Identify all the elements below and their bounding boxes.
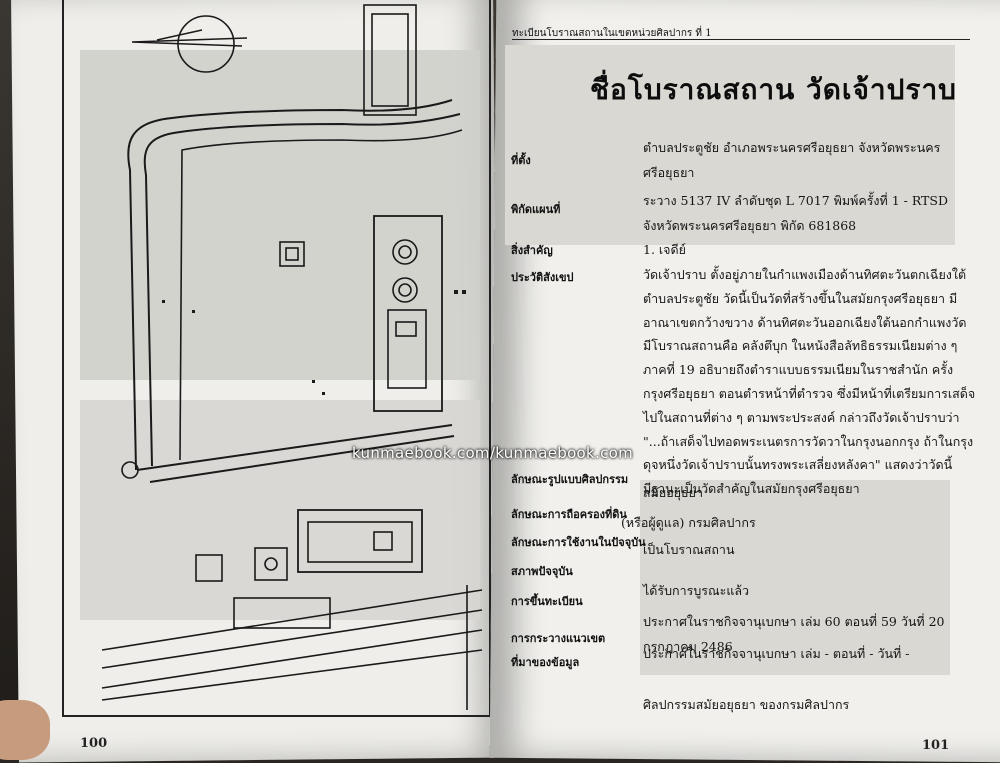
north-arrow [131, 29, 248, 47]
field-value: ศิลปกรรมสมัยอยุธยา ของกรมศิลปากร [643, 697, 850, 712]
field-value: ได้รับการบูรณะแล้ว [643, 583, 750, 598]
page-number-left: 100 [80, 736, 108, 751]
field-label: ลักษณะรูปแบบศิลปกรรม [511, 473, 629, 486]
header-rule [512, 39, 970, 40]
field-value: วัดเจ้าปราบ ตั้งอยู่ภายในกำแพงเมืองด้านท… [643, 267, 976, 497]
field-label: สิ่งสำคัญ [511, 244, 553, 257]
field-label: การกระวางแนวเขต [511, 632, 606, 645]
watermark-text: kunmaebook.com/kunmaebook.com [352, 444, 634, 462]
thumb [0, 700, 50, 760]
field-label: ประวัติสังเขป [511, 271, 574, 284]
field-value: เป็นโบราณสถาน [643, 542, 735, 557]
site-plan-drawing [101, 4, 483, 710]
field-value: 1. เจดีย์ [643, 242, 686, 257]
field-label: สภาพปัจจุบัน [511, 565, 573, 578]
field-value: (หรือผู้ดูแล) กรมศิลปากร [621, 515, 756, 530]
site-plan-frame [62, 0, 491, 717]
field-label: ที่มาของข้อมูล [511, 656, 580, 669]
page-number-right: 101 [922, 738, 950, 753]
field-value: ประกาศในราชกิจจานุเบกษา เล่ม 60 ตอนที่ 5… [643, 614, 945, 654]
field-label: ลักษณะการใช้งานในปัจจุบัน [511, 536, 646, 549]
page-title: ชื่อโบราณสถาน วัดเจ้าปราบ [590, 73, 957, 106]
field-label: ที่ตั้ง [511, 154, 531, 167]
faded-photo-bottom-right [640, 480, 950, 675]
faded-photo-top-right [505, 45, 955, 245]
field-value: สมัยอยุธยา [643, 485, 703, 500]
field-value: ตำบลประตูชัย อำเภอพระนครศรีอยุธยา จังหวั… [643, 140, 941, 180]
field-label: พิกัดแผนที่ [511, 203, 561, 216]
running-head: ทะเบียนโบราณสถานในเขตหน่วยศิลปากร ที่ 1 [512, 28, 712, 39]
field-label: การขึ้นทะเบียน [511, 595, 583, 608]
field-value: ประกาศในราชกิจจานุเบกษา เล่ม - ตอนที่ - … [643, 646, 910, 661]
field-value: ระวาง 5137 IV ลำดับชุด L 7017 พิมพ์ครั้ง… [643, 193, 948, 233]
field-label: ลักษณะการถือครองที่ดิน [511, 508, 627, 521]
